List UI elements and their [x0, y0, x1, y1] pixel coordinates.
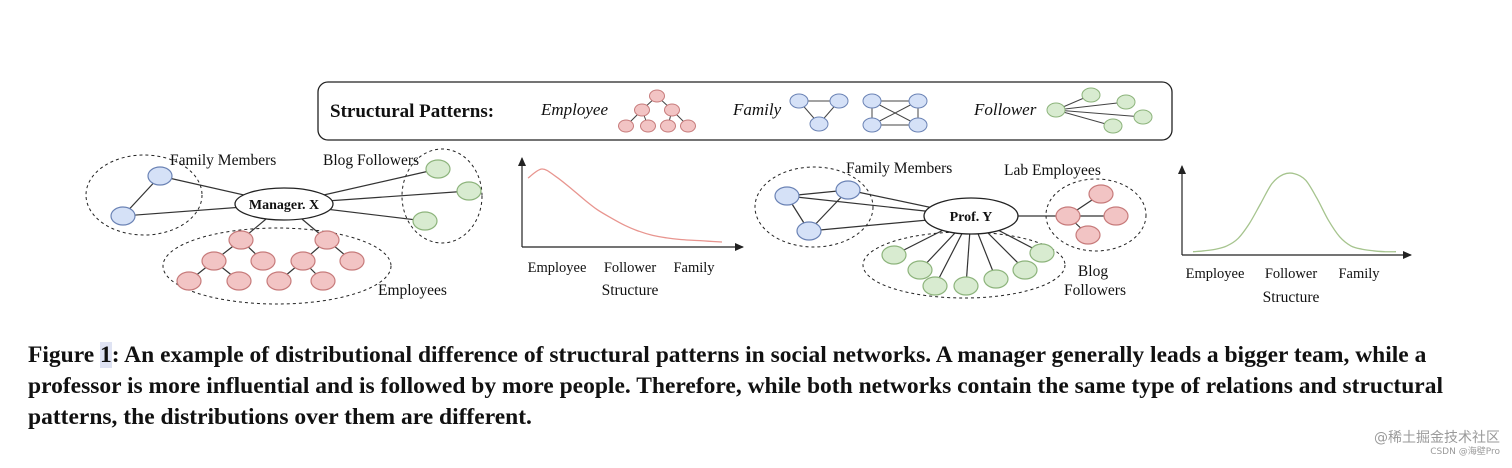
professor-followers-label: Followers: [1064, 282, 1126, 299]
manager-family-members-label: Family Members: [170, 152, 276, 169]
follower-node: [983, 269, 1009, 289]
x-axis-label: Structure: [1263, 289, 1320, 306]
tick-label-follower: Follower: [1265, 266, 1318, 282]
structural-patterns-legend: Structural Patterns: Employee Family Fol…: [317, 81, 1173, 141]
employee-node: [201, 251, 227, 271]
manager-node: [234, 187, 334, 221]
tick-label-family: Family: [1338, 266, 1380, 282]
follower-star-icon: [1046, 87, 1153, 134]
lab-employees-group: [1045, 178, 1147, 252]
professor-employee-nodes: [1055, 184, 1129, 245]
tick-label-follower: Follower: [604, 260, 657, 276]
professor-distribution-chart: Employee Follower Family Structure: [1178, 165, 1412, 306]
professor-node-label: Prof. Y: [950, 210, 993, 225]
employee-node: [339, 251, 365, 271]
manager-blog-followers-label: Blog Followers: [323, 152, 419, 169]
employees-group: [162, 227, 392, 305]
follower-node: [881, 245, 907, 265]
family-square-icon: [862, 93, 928, 133]
tick-label-employee: Employee: [1186, 266, 1245, 282]
legend-family-label: Family: [732, 100, 782, 119]
family-node: [796, 221, 822, 241]
professor-lab-employees-label: Lab Employees: [1004, 162, 1101, 179]
professor-family-members-label: Family Members: [846, 160, 952, 177]
employee-node: [1088, 184, 1114, 204]
employee-node: [1075, 225, 1101, 245]
employee-node: [250, 251, 276, 271]
figure-caption: Figure 1: An example of distributional d…: [28, 340, 1498, 433]
follower-node: [953, 276, 979, 296]
professor-distribution-curve: [1192, 172, 1397, 253]
manager-network: Manager. X Family Members Blog Followers…: [85, 148, 483, 305]
manager-distribution-curve: [527, 168, 723, 243]
employee-node: [228, 230, 254, 250]
caption-text: : An example of distributional differenc…: [28, 342, 1443, 430]
watermark: @稀土掘金技术社区 CSDN @海壁Pro: [1374, 430, 1500, 458]
follower-node: [456, 181, 482, 201]
manager-node-label: Manager. X: [249, 198, 319, 213]
family-node: [147, 166, 173, 186]
x-axis-label: Structure: [602, 282, 659, 299]
professor-family-nodes: [774, 180, 861, 241]
manager-distribution-chart: Employee Follower Family Structure: [518, 157, 744, 299]
professor-follower-nodes: [881, 243, 1055, 296]
employee-node: [226, 271, 252, 291]
follower-node: [412, 211, 438, 231]
manager-employees-label: Employees: [378, 282, 447, 299]
watermark-main: @稀土掘金技术社区: [1374, 430, 1500, 446]
legend-box: [317, 81, 1173, 141]
employee-pattern-icon: [618, 89, 696, 133]
legend-title: Structural Patterns:: [330, 101, 494, 122]
employee-node: [1103, 206, 1129, 226]
follower-node: [1029, 243, 1055, 263]
family-node: [774, 186, 800, 206]
follower-node: [922, 276, 948, 296]
professor-blog-label: Blog: [1078, 263, 1108, 280]
employee-node: [266, 271, 292, 291]
follower-node: [907, 260, 933, 280]
employee-node: [290, 251, 316, 271]
professor-network: Prof. Y Family Members Lab Employees Blo…: [754, 160, 1147, 299]
family-members-group: [85, 154, 203, 236]
tick-label-family: Family: [673, 260, 715, 276]
family-node: [110, 206, 136, 226]
blog-followers-group: [401, 148, 483, 244]
follower-node: [1012, 260, 1038, 280]
family-members-group: [754, 166, 874, 248]
manager-family-nodes: [110, 166, 173, 226]
employee-node: [176, 271, 202, 291]
caption-figure-number[interactable]: 1: [100, 342, 112, 368]
manager-employee-nodes: [176, 230, 365, 291]
employee-node: [310, 271, 336, 291]
employee-node: [314, 230, 340, 250]
caption-figure-prefix: Figure: [28, 342, 101, 368]
watermark-sub: CSDN @海壁Pro: [1430, 447, 1500, 457]
employee-node: [1055, 206, 1081, 226]
family-node: [835, 180, 861, 200]
manager-follower-nodes: [412, 159, 482, 231]
tick-label-employee: Employee: [528, 260, 587, 276]
family-triangle-icon: [789, 93, 849, 132]
blog-followers-group: [862, 231, 1066, 299]
professor-node: [923, 197, 1019, 235]
follower-node: [425, 159, 451, 179]
legend-follower-label: Follower: [973, 100, 1037, 119]
legend-employee-label: Employee: [540, 100, 608, 119]
